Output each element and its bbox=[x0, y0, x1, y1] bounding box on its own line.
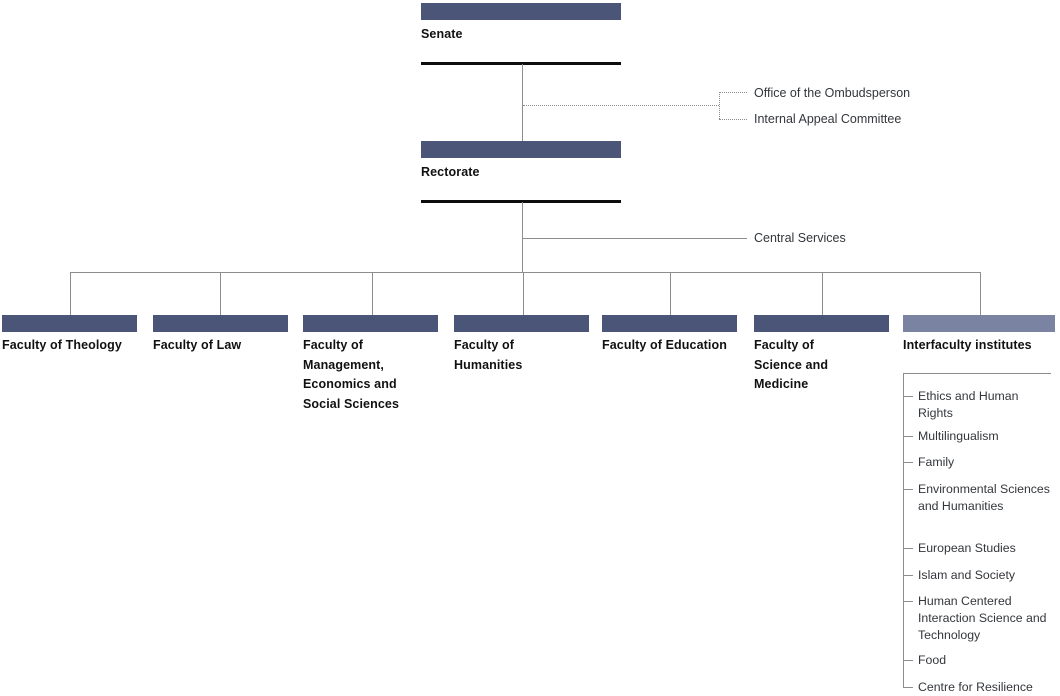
institute-item-european-studies: European Studies bbox=[918, 541, 1016, 555]
rectorate-bar bbox=[421, 141, 621, 158]
institutes-tick bbox=[903, 436, 913, 437]
connector-senate-to-rectorate bbox=[522, 64, 523, 145]
institutes-tick bbox=[903, 575, 913, 576]
senate-divider-rule bbox=[421, 62, 621, 65]
connector-drop-management bbox=[372, 272, 373, 316]
senate-label: Senate bbox=[421, 27, 463, 41]
connector-rectorate-to-faculties bbox=[522, 202, 523, 273]
faculty-bar-management bbox=[303, 315, 438, 332]
institute-item-environmental-sciences-humanities: Environmental Sciences and Humanities bbox=[918, 482, 1050, 514]
faculty-bar-science-medicine bbox=[754, 315, 889, 332]
rectorate-divider-rule bbox=[421, 200, 621, 203]
institute-item-human-centered-interaction: Human Centered Interaction Science and T… bbox=[918, 594, 1047, 643]
institute-item-islam-and-society: Islam and Society bbox=[918, 568, 1016, 582]
faculty-bar-interfaculty-institutes bbox=[903, 315, 1055, 332]
institutes-tick bbox=[903, 462, 913, 463]
faculty-label-education: Faculty of Education bbox=[602, 338, 727, 352]
faculty-label-theology: Faculty of Theology bbox=[2, 338, 122, 352]
connector-drop-humanities bbox=[523, 272, 524, 316]
institutes-rail bbox=[903, 373, 904, 688]
connector-drop-theology bbox=[70, 272, 71, 316]
faculty-bar-law bbox=[153, 315, 288, 332]
institutes-tick bbox=[903, 396, 913, 397]
institutes-tick bbox=[903, 687, 913, 688]
institute-item-centre-for-resilience: Centre for Resilience bbox=[918, 680, 1033, 694]
institute-item-multilingualism: Multilingualism bbox=[918, 429, 999, 443]
institutes-tick bbox=[903, 601, 913, 602]
connector-senate-sideunits-stem bbox=[523, 105, 719, 106]
faculty-label-management: Faculty of Management, Economics and Soc… bbox=[303, 338, 400, 411]
connector-central-services bbox=[523, 238, 747, 239]
connector-drop-education bbox=[670, 272, 671, 316]
institute-item-family: Family bbox=[918, 455, 955, 469]
faculty-label-law: Faculty of Law bbox=[153, 338, 242, 352]
institute-item-ethics-human-rights: Ethics and Human Rights bbox=[918, 389, 1019, 421]
rectorate-label: Rectorate bbox=[421, 165, 480, 179]
faculty-bus-line bbox=[70, 272, 981, 273]
institutes-tick bbox=[903, 660, 913, 661]
faculty-bar-humanities bbox=[454, 315, 589, 332]
side-unit-ombudsperson: Office of the Ombudsperson bbox=[754, 86, 911, 100]
connector-senate-sideunits-riser bbox=[719, 92, 720, 119]
faculty-bar-education bbox=[602, 315, 737, 332]
senate-bar bbox=[421, 3, 621, 20]
faculty-label-interfaculty-institutes: Interfaculty institutes bbox=[903, 338, 1032, 352]
connector-ombudsperson bbox=[719, 92, 747, 93]
institute-item-food: Food bbox=[918, 653, 947, 667]
connector-drop-law bbox=[220, 272, 221, 316]
side-unit-internal-appeal-committee: Internal Appeal Committee bbox=[754, 112, 902, 126]
faculty-label-science-medicine: Faculty of Science and Medicine bbox=[754, 338, 829, 392]
faculty-bar-theology bbox=[2, 315, 137, 332]
connector-drop-interfaculty bbox=[980, 272, 981, 316]
institutes-top-rule bbox=[903, 373, 1051, 374]
connector-drop-science-medicine bbox=[822, 272, 823, 316]
side-unit-central-services: Central Services bbox=[754, 231, 846, 245]
institutes-tick bbox=[903, 548, 913, 549]
connector-internal-appeal bbox=[719, 119, 747, 120]
faculty-label-humanities: Faculty of Humanities bbox=[454, 338, 523, 372]
institutes-tick bbox=[903, 489, 913, 490]
